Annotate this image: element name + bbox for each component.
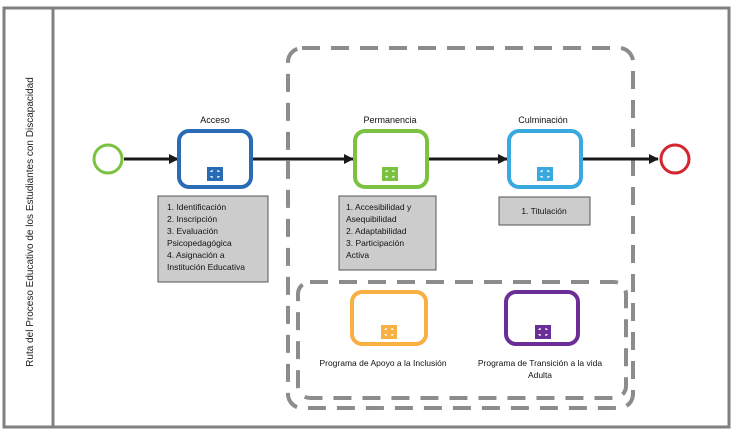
note-acceso-line: 1. Identificación (167, 202, 226, 212)
note-permanencia-line: 1. Accesibilidad y (346, 202, 412, 212)
pool-border (2, 6, 731, 429)
task-acceso-label: Acceso (200, 115, 230, 125)
note-acceso-line: 2. Inscripción (167, 214, 217, 224)
note-permanencia-line: 3. Participación (346, 238, 404, 248)
programs-group-dashed (296, 280, 628, 400)
note-acceso: 1. Identificación 2. Inscripción 3. Eval… (157, 195, 269, 283)
subprocess-marker-icon (535, 325, 551, 339)
note-acceso-line: 3. Evaluación (167, 226, 218, 236)
note-acceso-line: Psicopedagógica (167, 238, 232, 248)
subprocess-marker-icon (381, 325, 397, 339)
subprocess-marker-icon (382, 167, 398, 181)
note-permanencia: 1. Accesibilidad y Asequibilidad 2. Adap… (338, 195, 437, 271)
task-acceso (177, 129, 253, 189)
task-transicion-adulta (504, 290, 580, 346)
note-acceso-line: 4. Asignación a (167, 250, 225, 260)
note-culminacion: 1. Titulación (498, 196, 591, 226)
note-permanencia-line: Asequibilidad (346, 214, 397, 224)
task-apoyo-label: Programa de Apoyo a la Inclusión (319, 358, 446, 368)
task-permanencia-label: Permanencia (363, 115, 416, 125)
task-culminacion-label: Culminación (518, 115, 568, 125)
note-acceso-line: Institución Educativa (167, 262, 245, 272)
start-event (92, 143, 124, 175)
note-permanencia-line: Activa (346, 250, 369, 260)
task-transicion-label: Adulta (528, 370, 552, 380)
lane-label: Ruta del Proceso Educativo de los Estudi… (25, 77, 36, 367)
task-culminacion (507, 129, 583, 189)
task-permanencia (353, 129, 429, 189)
task-transicion-label: Programa de Transición a la vida (478, 358, 603, 368)
main-group-dashed (286, 46, 635, 410)
note-culminacion-line: 1. Titulación (521, 206, 567, 216)
note-permanencia-line: 2. Adaptabilidad (346, 226, 407, 236)
end-event (659, 143, 691, 175)
subprocess-marker-icon (207, 167, 223, 181)
task-apoyo-inclusion (350, 290, 428, 346)
subprocess-marker-icon (537, 167, 553, 181)
